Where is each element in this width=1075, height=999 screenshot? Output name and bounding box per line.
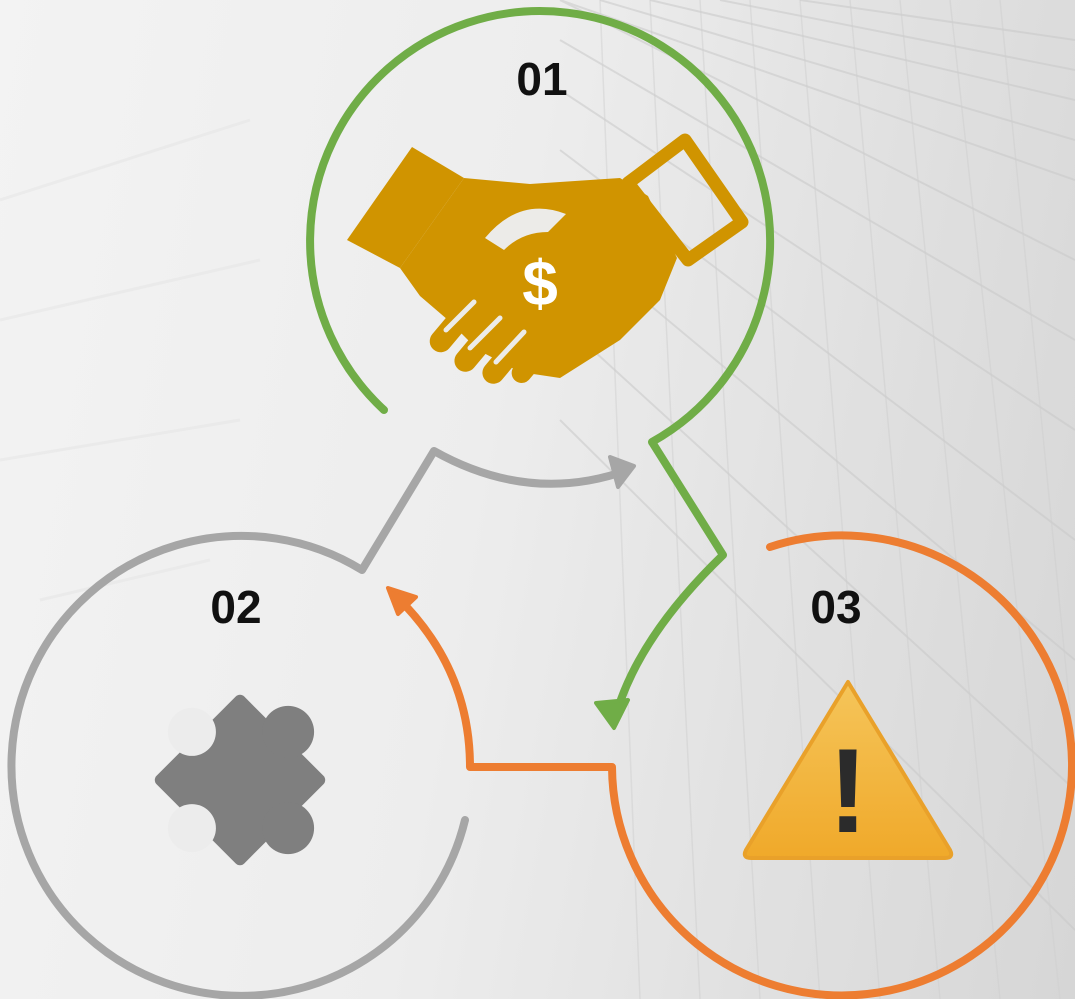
exclamation-mark: ! bbox=[828, 724, 868, 858]
arrowhead-02-to-01 bbox=[610, 457, 634, 487]
puzzle-piece-icon bbox=[110, 648, 373, 911]
connector-01-to-03 bbox=[614, 442, 723, 722]
connector-03-to-02 bbox=[396, 596, 612, 767]
step-02-number: 02 bbox=[210, 581, 261, 633]
dollar-sign: $ bbox=[522, 247, 558, 319]
arrowhead-01-to-03 bbox=[596, 700, 628, 728]
step-03-number: 03 bbox=[810, 581, 861, 633]
step-01-number: 01 bbox=[516, 53, 567, 105]
connector-02-to-01 bbox=[362, 451, 628, 570]
